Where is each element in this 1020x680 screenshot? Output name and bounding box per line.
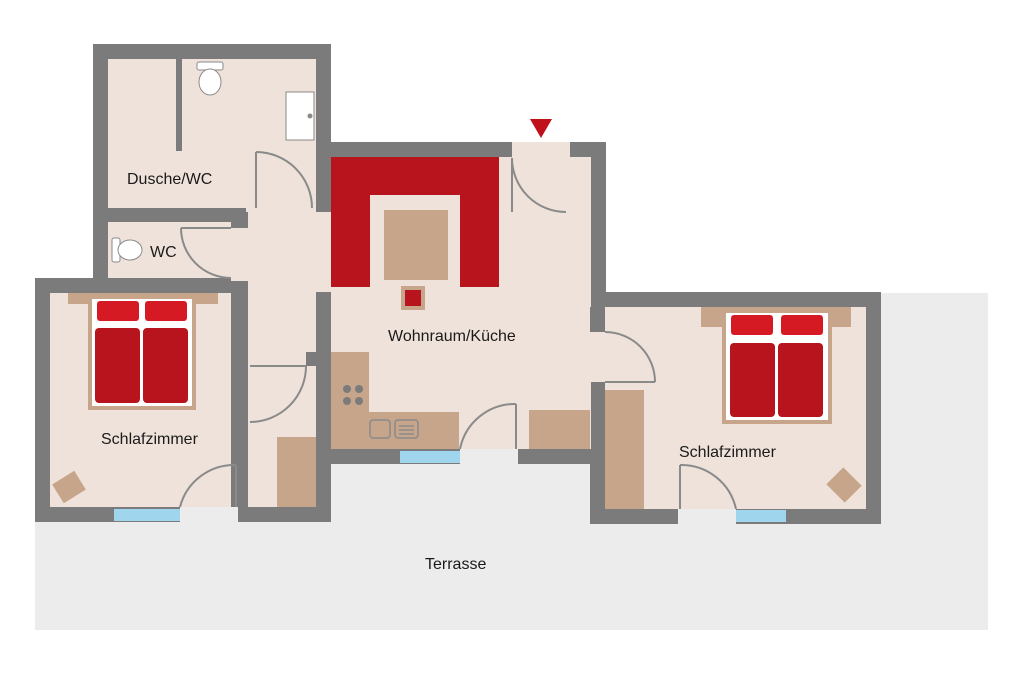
bathroom-fixtures: [111, 61, 315, 263]
room-label-shower-wc: Dusche/WC: [127, 171, 212, 188]
stove-icon: [343, 385, 363, 405]
opening-bedroom-left-terrace: [180, 507, 238, 523]
dining-chair-seat: [405, 290, 421, 306]
door-bedroom-right-terrace: [679, 463, 737, 510]
toilet-icon: [196, 61, 224, 96]
double-bed-icon: [88, 295, 196, 410]
exterior-door-openings: [180, 449, 736, 525]
corner-bench: [331, 157, 499, 287]
room-label-bedroom-left: Schlafzimmer: [101, 431, 199, 448]
interior-walls: [108, 59, 605, 366]
sink-icon: [285, 91, 315, 141]
room-label-terrace: Terrasse: [425, 556, 486, 573]
window-living: [400, 451, 460, 463]
room-label-wc: WC: [150, 244, 177, 261]
opening-entrance: [512, 142, 570, 158]
room-label-bedroom-right: Schlafzimmer: [679, 444, 777, 461]
door-openings: [231, 142, 605, 382]
windows: [114, 451, 786, 522]
doors: [179, 151, 737, 510]
toilet-icon: [111, 237, 143, 263]
nightstand-left: [52, 470, 86, 504]
sink-icon: [369, 419, 419, 439]
wardrobe-left: [277, 437, 316, 507]
door-wc: [180, 227, 232, 279]
dining-table: [384, 210, 448, 280]
bedroom-right-furniture: [605, 307, 862, 509]
door-bedroom-left-terrace: [179, 463, 237, 508]
room-label-living-kitchen: Wohnraum/Küche: [388, 328, 516, 345]
door-living-terrace: [459, 402, 517, 450]
window-bedroom-left: [114, 509, 180, 521]
opening-shower: [246, 208, 316, 212]
window-bedroom-right: [736, 510, 786, 522]
living-furniture: [331, 157, 590, 449]
opening-bedroom-right-terrace: [678, 509, 736, 525]
door-entrance: [511, 157, 567, 213]
opening-living-terrace: [460, 449, 518, 465]
door-living-right: [604, 331, 656, 383]
double-bed-icon: [722, 309, 832, 424]
bedroom-left-furniture: [52, 293, 316, 507]
opening-bedroom-left-inner: [248, 352, 306, 366]
door-shower: [255, 151, 313, 209]
opening-wc: [231, 228, 248, 281]
kitchen-counter-right: [529, 410, 590, 449]
wardrobe-right: [605, 390, 644, 509]
door-bedroom-left-inner: [249, 365, 307, 423]
nightstand-right: [826, 467, 862, 503]
entrance-arrow-icon: [530, 119, 552, 138]
opening-living-right: [590, 332, 605, 382]
